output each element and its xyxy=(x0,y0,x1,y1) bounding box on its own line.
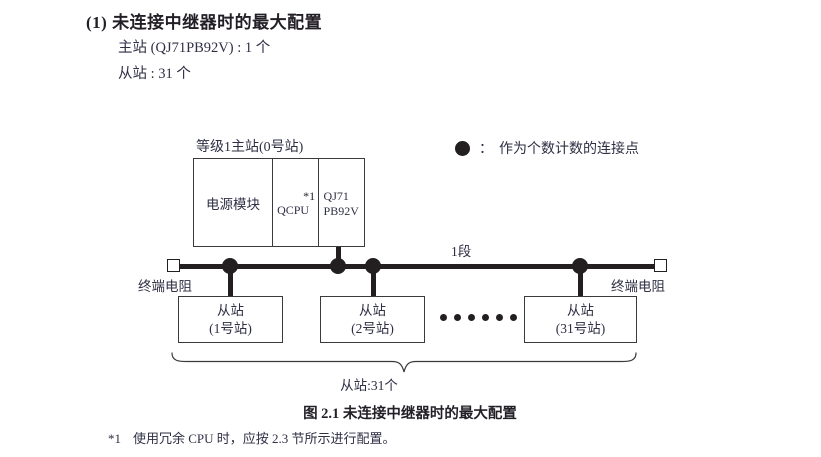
slave-title: 从站 xyxy=(567,302,594,318)
terminator-left-label: 终端电阻 xyxy=(138,279,192,294)
profibus-model-line2: PB92V xyxy=(323,204,359,218)
footnote-text: 使用冗余 CPU 时，应按 2.3 节所示进行配置。 xyxy=(133,431,396,446)
legend: ： 作为个数计数的连接点 xyxy=(455,138,639,158)
profibus-model-line1: QJ71 xyxy=(323,189,349,203)
qcpu-label: QCPU xyxy=(277,203,310,217)
footnote-mark: *1 xyxy=(108,431,121,446)
segment-label: 1段 xyxy=(451,244,472,259)
slave-station-number: (1号站) xyxy=(209,320,252,336)
legend-label: 作为个数计数的连接点 xyxy=(499,142,639,157)
legend-colon: ： xyxy=(479,142,493,157)
terminator-left-icon xyxy=(167,259,180,272)
ellipsis-dot xyxy=(468,314,475,321)
footnote: *1 使用冗余 CPU 时，应按 2.3 节所示进行配置。 xyxy=(108,428,396,447)
bus-trunk-line xyxy=(174,263,661,269)
ellipsis-dot xyxy=(454,314,461,321)
slave-group-brace xyxy=(170,352,640,379)
master-station-caption: 等级1主站(0号站) xyxy=(196,140,304,155)
terminator-right-icon xyxy=(654,259,667,272)
profibus-module: QJ71 PB92V xyxy=(319,159,364,246)
ellipsis-dot xyxy=(440,314,447,321)
slave-drop-line xyxy=(370,266,376,296)
section-number: (1) xyxy=(86,13,108,32)
filled-circle-icon xyxy=(455,140,470,156)
power-supply-module: 电源模块 xyxy=(194,159,274,246)
connection-node xyxy=(330,258,346,274)
slave-title: 从站 xyxy=(217,302,244,318)
slave-count-line: 从站 : 31 个 xyxy=(118,66,191,82)
ellipsis-dot xyxy=(510,314,517,321)
slave-station-number: (2号站) xyxy=(351,320,394,336)
slave-station-box: 从站 (1号站) xyxy=(178,296,283,343)
qcpu-module: *1 QCPU xyxy=(273,159,319,246)
power-supply-label: 电源模块 xyxy=(206,196,261,212)
figure-caption: 图 2.1 未连接中继器时的最大配置 xyxy=(303,406,517,422)
slave-station-box: 从站 (2号站) xyxy=(320,296,425,343)
profibus-module-label: QJ71 PB92V xyxy=(324,189,359,219)
ellipsis-dot xyxy=(482,314,489,321)
slave-title: 从站 xyxy=(359,302,386,318)
footnote-marker: *1 xyxy=(303,189,316,203)
section-title: 未连接中继器时的最大配置 xyxy=(112,13,323,32)
brace-shape xyxy=(171,352,637,373)
slave-drop-line xyxy=(577,266,583,296)
section-heading: (1) 未连接中继器时的最大配置 xyxy=(86,8,322,33)
slave-drop-line xyxy=(227,266,233,296)
slave-station-number: (31号站) xyxy=(555,320,606,336)
terminator-right-label: 终端电阻 xyxy=(611,279,665,294)
master-count-line: 主站 (QJ71PB92V) : 1 个 xyxy=(118,40,271,56)
ellipsis-dots xyxy=(440,314,517,321)
slave-station-box: 从站 (31号站) xyxy=(524,296,637,343)
brace-label: 从站:31个 xyxy=(340,378,398,393)
master-drop-line xyxy=(336,247,341,266)
master-station-module: 电源模块 *1 QCPU QJ71 PB92V xyxy=(193,158,365,247)
ellipsis-dot xyxy=(496,314,503,321)
